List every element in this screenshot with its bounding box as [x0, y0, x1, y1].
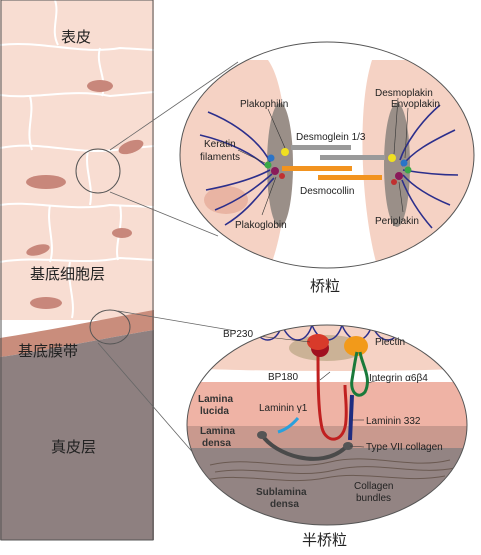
- label-collagen-1: Collagen: [354, 481, 393, 492]
- type-vii-collagen: [260, 433, 347, 461]
- integrin-strand: [350, 351, 369, 397]
- skin-strip: [0, 0, 155, 541]
- left-plaque: [267, 103, 293, 227]
- bp180-strand: [316, 349, 348, 441]
- label-collagen-2: bundles: [356, 493, 391, 504]
- cell-nuclei: [26, 80, 144, 309]
- label-sublamina-1: Sublamina: [256, 487, 307, 498]
- right-plaque: [384, 103, 410, 227]
- strip-border: [0, 0, 154, 541]
- label-desmoplakin: Desmoplakin: [375, 88, 433, 99]
- hemidesmosome-zoom-circle: [89, 309, 131, 345]
- label-lamina-lucida-2: lucida: [200, 406, 229, 417]
- desmocollin-bar-2: [318, 175, 382, 180]
- hemidesmosome-inset: BP230 Plectin BP180 Integrin α6β4 Lamina…: [186, 324, 468, 526]
- desmocollin-bar-1: [282, 166, 352, 171]
- laminin-332-strand: [348, 394, 354, 441]
- label-laminin-332: Laminin 332: [366, 416, 421, 427]
- label-plakophilin: Plakophilin: [240, 99, 288, 110]
- zoom-connectors: [97, 61, 239, 479]
- label-laminin-y1: Laminin γ1: [259, 403, 308, 414]
- label-sublamina-2: densa: [270, 499, 299, 510]
- dermis-region: [0, 330, 154, 540]
- collagen-bundles: [204, 458, 456, 482]
- label-plakoglobin: Plakoglobin: [235, 220, 287, 231]
- label-integrin: Integrin α6β4: [369, 373, 428, 384]
- caption-hemidesmosome: 半桥粒: [302, 531, 347, 549]
- label-lamina-densa-1: Lamina: [200, 426, 235, 437]
- lamina-lucida: [187, 382, 467, 426]
- label-lamina-densa-2: densa: [202, 438, 231, 449]
- label-desmocollin: Desmocollin: [300, 186, 354, 197]
- desmosome-inset: Plakophilin Keratin filaments Desmoglein…: [179, 41, 475, 269]
- desmoglein-bar-2: [320, 155, 385, 160]
- plectin-blob: [344, 336, 368, 356]
- label-periplakin: Periplakin: [375, 216, 419, 227]
- label-keratin-1: Keratin: [204, 139, 236, 150]
- left-cell: [180, 60, 287, 262]
- label-type-vii-collagen: Type VII collagen: [366, 442, 443, 453]
- label-bp230: BP230: [223, 329, 253, 340]
- basement-membrane-band: [0, 310, 154, 357]
- label-plectin: Plectin: [375, 337, 405, 348]
- label-keratin-2: filaments: [200, 152, 240, 163]
- laminin-y1-strand: [277, 417, 300, 434]
- label-desmoglein: Desmoglein 1/3: [296, 132, 366, 143]
- caption-desmosome: 桥粒: [310, 277, 340, 295]
- label-epidermis: 表皮: [61, 28, 91, 46]
- label-envoplakin: Envoplakin: [391, 99, 440, 110]
- desmosome-zoom-circle: [75, 148, 121, 194]
- sublamina-densa: [187, 448, 467, 525]
- label-basal-cell-layer: 基底细胞层: [30, 265, 105, 283]
- keratin-filaments-left: [199, 111, 275, 226]
- label-basement-membrane: 基底膜带: [18, 342, 78, 360]
- label-lamina-lucida-1: Lamina: [198, 394, 233, 405]
- label-dermis: 真皮层: [51, 438, 96, 456]
- label-bp180: BP180: [268, 372, 298, 383]
- desmoglein-bar-1: [291, 145, 351, 150]
